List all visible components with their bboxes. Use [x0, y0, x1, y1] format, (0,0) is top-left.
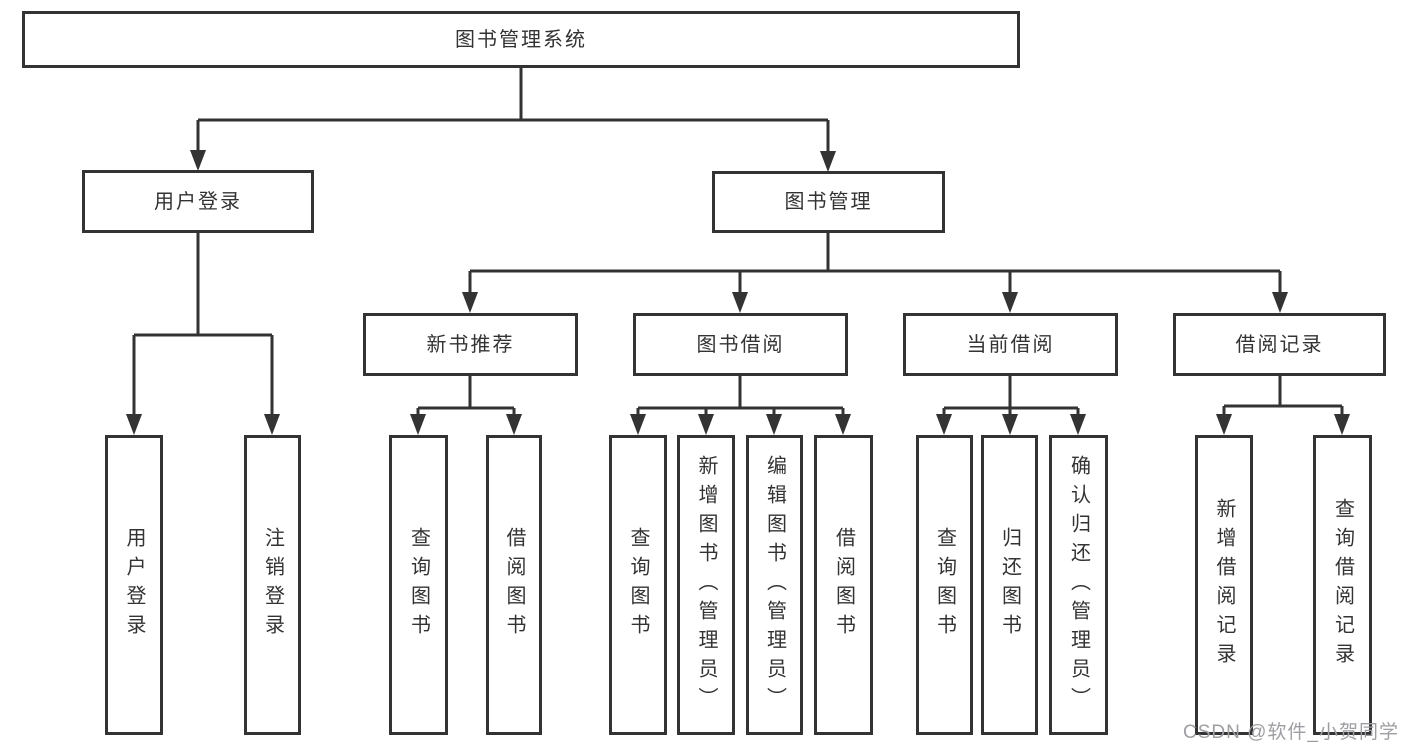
csdn-watermark: CSDN @软件_小贺同学: [1183, 722, 1399, 743]
leaf-borrow-books-module: 借阅图书: [814, 435, 873, 735]
leaf-edit-book-admin: 编辑图书（管理员）: [746, 435, 803, 735]
leaf-user-login-label: 用户登录: [123, 527, 145, 643]
node-book-management: 图书管理: [712, 171, 945, 233]
node-borrow-records: 借阅记录: [1173, 313, 1386, 376]
node-user-login: 用户登录: [82, 170, 314, 233]
leaf-confirm-return-admin-label: 确认归还（管理员）: [1067, 454, 1090, 716]
node-current-borrow: 当前借阅: [903, 313, 1118, 376]
leaf-query-books-borrow-label: 查询图书: [627, 527, 649, 643]
leaf-confirm-return-admin: 确认归还（管理员）: [1049, 435, 1108, 735]
leaf-borrow-books-module-label: 借阅图书: [832, 527, 855, 643]
leaf-return-books: 归还图书: [981, 435, 1038, 735]
leaf-add-borrow-record: 新增借阅记录: [1195, 435, 1253, 735]
leaf-borrow-books-recommend: 借阅图书: [486, 435, 542, 735]
leaf-query-borrow-record-label: 查询借阅记录: [1331, 498, 1354, 672]
leaf-add-book-admin-label: 新增图书（管理员）: [695, 454, 717, 716]
leaf-query-borrow-record: 查询借阅记录: [1313, 435, 1372, 735]
arrowheads: [126, 150, 1350, 435]
leaf-add-borrow-record-label: 新增借阅记录: [1213, 498, 1235, 672]
node-book-borrow: 图书借阅: [633, 313, 848, 376]
leaf-logout: 注销登录: [244, 435, 301, 735]
node-new-book-recommend: 新书推荐: [363, 313, 578, 376]
leaf-query-books-recommend: 查询图书: [389, 435, 448, 735]
leaf-logout-label: 注销登录: [261, 527, 284, 643]
leaf-query-books-recommend-label: 查询图书: [407, 527, 430, 643]
leaf-add-book-admin: 新增图书（管理员）: [677, 435, 735, 735]
leaf-query-books-current: 查询图书: [916, 435, 973, 735]
leaf-query-books-borrow: 查询图书: [609, 435, 667, 735]
leaf-query-books-current-label: 查询图书: [933, 527, 956, 643]
leaf-borrow-books-recommend-label: 借阅图书: [503, 527, 525, 643]
leaf-return-books-label: 归还图书: [998, 527, 1021, 643]
node-library-system: 图书管理系统: [22, 11, 1020, 68]
leaf-edit-book-admin-label: 编辑图书（管理员）: [763, 454, 786, 716]
leaf-user-login: 用户登录: [105, 435, 163, 735]
